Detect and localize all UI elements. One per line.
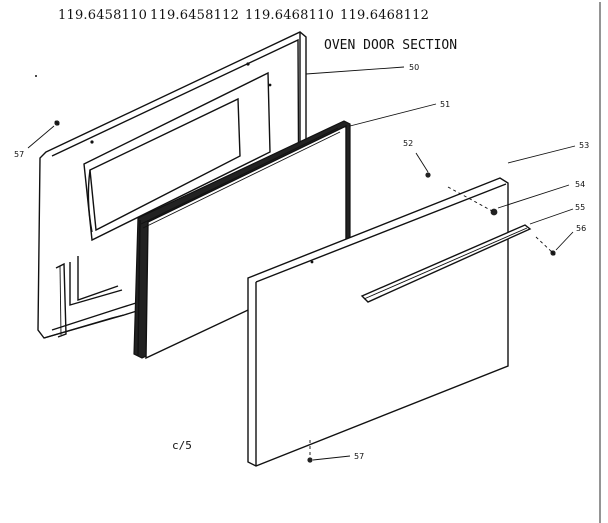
page-code: c/5 <box>172 439 192 452</box>
assembly-guide-line <box>447 186 495 213</box>
leader-50 <box>305 66 405 75</box>
part-53-outer-panel <box>247 177 509 467</box>
callout-52: 52 <box>403 139 413 148</box>
part-54-grommet <box>490 208 498 216</box>
assembly-guide-line <box>535 236 554 254</box>
leader-57-bottom <box>312 455 351 461</box>
callout-54: 54 <box>575 180 585 189</box>
part-57-screw-bottom <box>307 457 313 463</box>
part-57-screw-top <box>54 120 60 126</box>
model-number-3: 119.6468110 <box>245 8 334 23</box>
callout-51: 51 <box>440 100 450 109</box>
leader-55 <box>529 208 574 225</box>
part-52-screw <box>425 172 431 178</box>
leader-56 <box>555 231 574 251</box>
leader-57-top <box>27 125 55 149</box>
leader-53 <box>507 145 576 164</box>
callout-56: 56 <box>576 224 586 233</box>
part-55-handle <box>360 224 532 303</box>
callout-50: 50 <box>409 63 419 72</box>
leader-54 <box>497 184 570 209</box>
model-number-1: 119.6458110 <box>58 8 147 23</box>
leader-52 <box>415 152 429 173</box>
callout-53: 53 <box>579 141 589 150</box>
model-number-2: 119.6458112 <box>150 8 239 23</box>
model-number-4: 119.6468112 <box>340 8 429 23</box>
callout-55: 55 <box>575 203 585 212</box>
stray-dot <box>35 75 37 77</box>
callout-57-top: 57 <box>14 150 24 159</box>
callout-57-bottom: 57 <box>354 452 364 461</box>
leader-51 <box>349 103 437 127</box>
section-title: OVEN DOOR SECTION <box>324 38 457 53</box>
part-56-screw <box>550 250 556 256</box>
